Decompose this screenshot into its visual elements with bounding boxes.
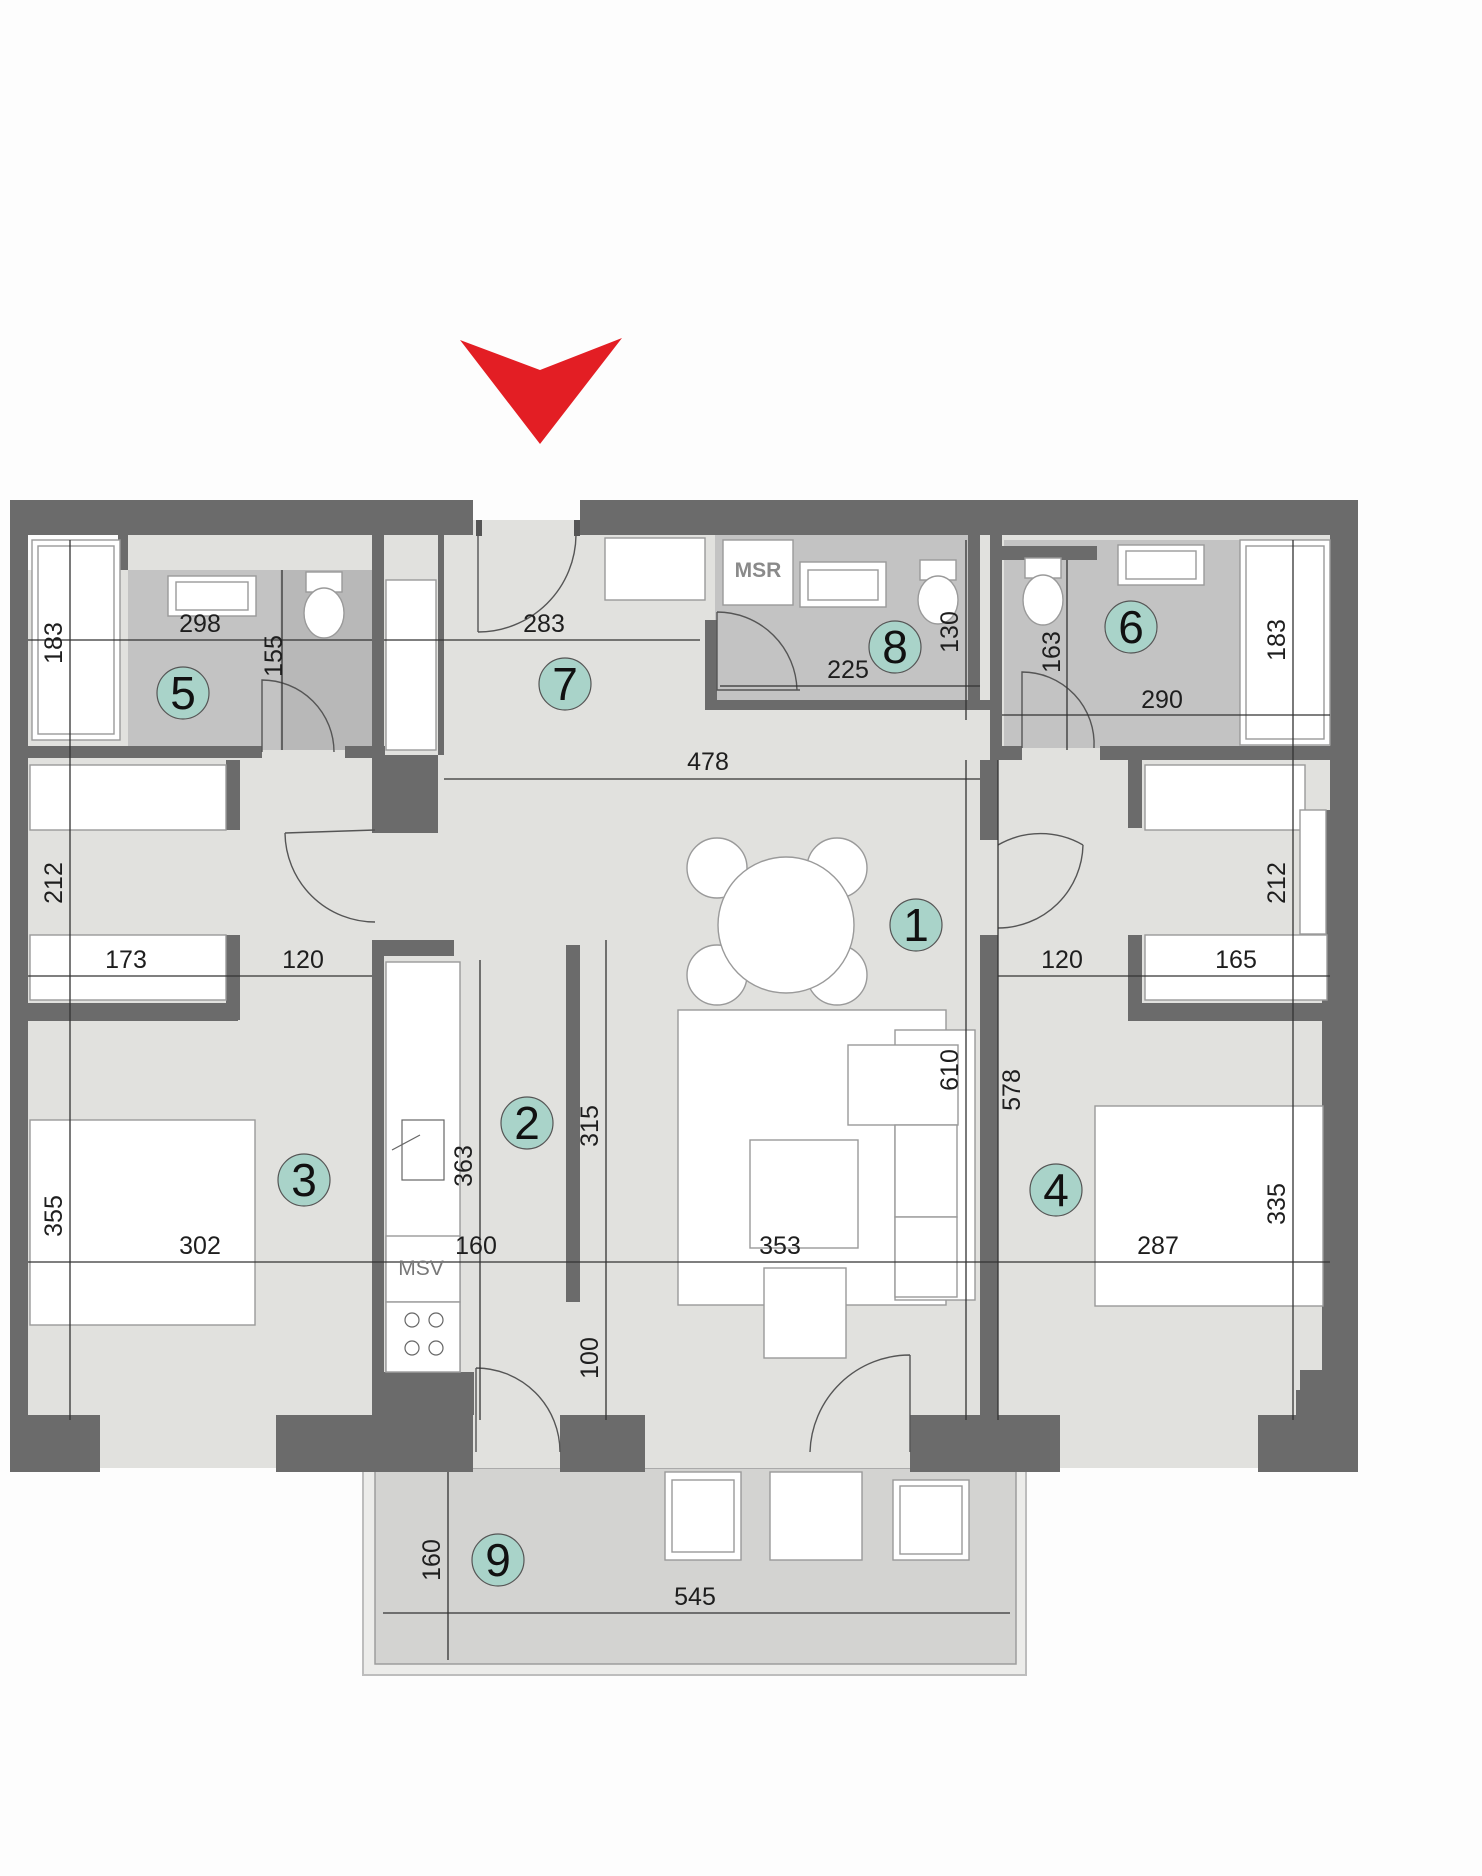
room-badge-1 (889, 898, 943, 952)
room-number-2: 2 (514, 1097, 540, 1149)
doors (261, 520, 1095, 1453)
room-number-5: 5 (170, 667, 196, 719)
dim-closet4-height: 212 (1263, 862, 1291, 904)
dim-closet3-width: 173 (105, 946, 147, 974)
room-number-8: 8 (882, 621, 908, 673)
dimension-lines (28, 540, 1330, 1660)
dim-bath8-width: 225 (827, 656, 869, 684)
dim-closet3-height: 212 (40, 862, 68, 904)
msv-label: MSV (398, 1257, 444, 1280)
dimension-labels: 298 183 155 283 225 130 290 183 163 478 … (40, 610, 1291, 1611)
dim-bath6-height: 183 (1263, 619, 1291, 661)
room-badge-2 (500, 1096, 554, 1150)
entrance-arrow-icon (460, 338, 622, 444)
room-badge-9 (471, 1533, 525, 1587)
dim-bath5-height: 183 (40, 622, 68, 664)
dim-room3-height: 355 (40, 1195, 68, 1237)
walls (10, 500, 1358, 1472)
room-number-1: 1 (903, 899, 929, 951)
dim-door-gap: 100 (576, 1337, 604, 1379)
dim-living-width: 478 (687, 748, 729, 776)
dim-bath5-width: 298 (179, 610, 221, 638)
dim-kitchen-width: 160 (455, 1232, 497, 1260)
dim-kitchen-height: 363 (450, 1145, 478, 1187)
room-number-4: 4 (1043, 1164, 1069, 1216)
room-number-6: 6 (1118, 601, 1144, 653)
dim-passage4-width: 120 (1041, 946, 1083, 974)
room-number-3: 3 (291, 1154, 317, 1206)
dim-balcony-depth: 160 (418, 1539, 446, 1581)
dim-kitchen-island: 315 (576, 1105, 604, 1147)
room-badge-3 (277, 1153, 331, 1207)
dim-room3-width: 302 (179, 1232, 221, 1260)
dim-bath6-wc: 163 (1038, 631, 1066, 673)
room-badge-8 (868, 620, 922, 674)
room-badge-7 (538, 657, 592, 711)
dim-room4-height-total: 578 (998, 1069, 1026, 1111)
room-badges: 1 2 3 4 5 6 7 8 9 (156, 600, 1158, 1587)
msr-label: MSR (735, 559, 782, 582)
dim-room4-height: 335 (1263, 1183, 1291, 1225)
room-number-9: 9 (485, 1534, 511, 1586)
dim-room4-width: 287 (1137, 1232, 1179, 1260)
dim-bath5-wc: 155 (260, 635, 288, 677)
dim-bath6-width: 290 (1141, 686, 1183, 714)
room-badge-4 (1029, 1163, 1083, 1217)
dim-passage3-width: 120 (282, 946, 324, 974)
dim-living-height: 610 (936, 1049, 964, 1091)
room-badge-5 (156, 666, 210, 720)
dim-balcony-width: 545 (674, 1583, 716, 1611)
dim-hall-width: 283 (523, 610, 565, 638)
dim-closet4-width: 165 (1215, 946, 1257, 974)
room-number-7: 7 (552, 658, 578, 710)
dim-bath8-height: 130 (936, 611, 964, 653)
dim-living-span: 353 (759, 1232, 801, 1260)
room-badge-6 (1104, 600, 1158, 654)
